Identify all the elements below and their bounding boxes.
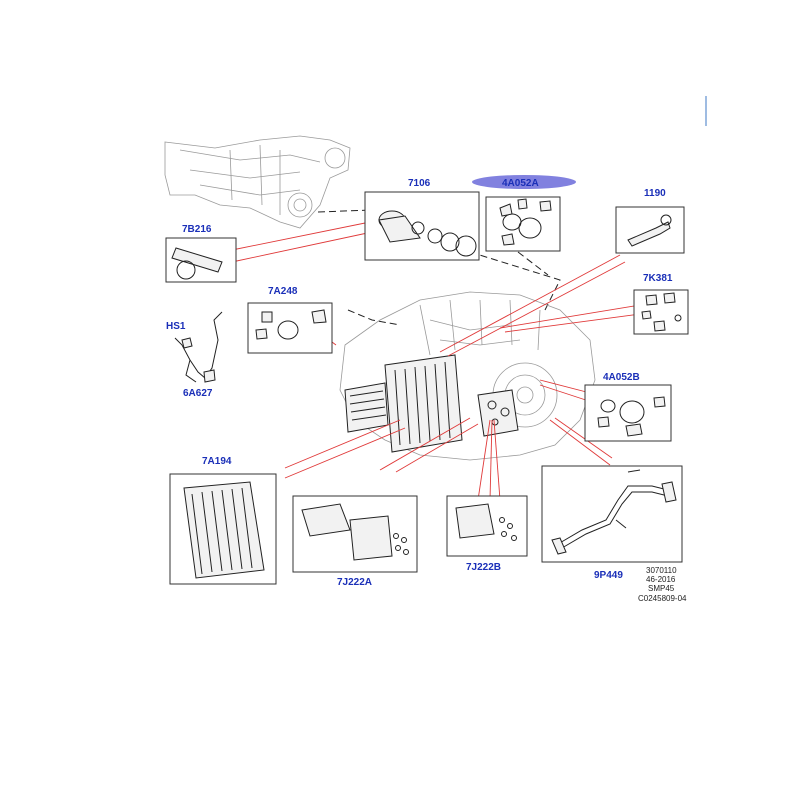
callout-7A248[interactable]: 7A248 <box>268 286 298 297</box>
part-box-7K381[interactable] <box>633 289 689 335</box>
part-box-9P449[interactable] <box>541 465 683 563</box>
callout-4A052B[interactable]: 4A052B <box>603 372 640 383</box>
callout-1190[interactable]: 1190 <box>644 188 666 199</box>
callout-7B216[interactable]: 7B216 <box>182 224 212 235</box>
wiring-harness[interactable] <box>174 311 223 383</box>
footer-line-3: SMP45 <box>648 584 675 593</box>
transmission-assembly <box>339 291 596 461</box>
callout-9P449[interactable]: 9P449 <box>594 570 623 581</box>
footer-line-4: C0245809-04 <box>638 594 687 603</box>
callout-HS1[interactable]: HS1 <box>166 321 186 332</box>
part-box-7J222A[interactable] <box>292 495 418 573</box>
callout-4A052A[interactable]: 4A052A <box>502 178 539 189</box>
callout-6A627[interactable]: 6A627 <box>183 388 213 399</box>
footer-line-2: 46-2016 <box>646 575 676 584</box>
part-box-1190[interactable] <box>615 206 685 254</box>
part-box-7A194[interactable] <box>169 473 277 585</box>
callout-7A194[interactable]: 7A194 <box>202 456 232 467</box>
part-box-4A052B[interactable] <box>584 384 672 442</box>
callout-7J222B[interactable]: 7J222B <box>466 562 501 573</box>
assembly-dash-lines <box>317 209 561 326</box>
footer-line-1: 3070110 <box>646 566 677 575</box>
callout-7J222A[interactable]: 7J222A <box>337 577 372 588</box>
callout-7106[interactable]: 7106 <box>408 178 431 189</box>
part-box-4A052A[interactable] <box>485 196 561 252</box>
callout-7K381[interactable]: 7K381 <box>643 273 673 284</box>
part-box-7A248[interactable] <box>247 302 333 354</box>
part-box-7J222B[interactable] <box>446 495 528 557</box>
part-box-7B216[interactable] <box>165 237 237 283</box>
transfer-case-outline <box>164 135 351 229</box>
part-box-7106[interactable] <box>364 191 480 261</box>
callout-highlight <box>472 175 576 189</box>
